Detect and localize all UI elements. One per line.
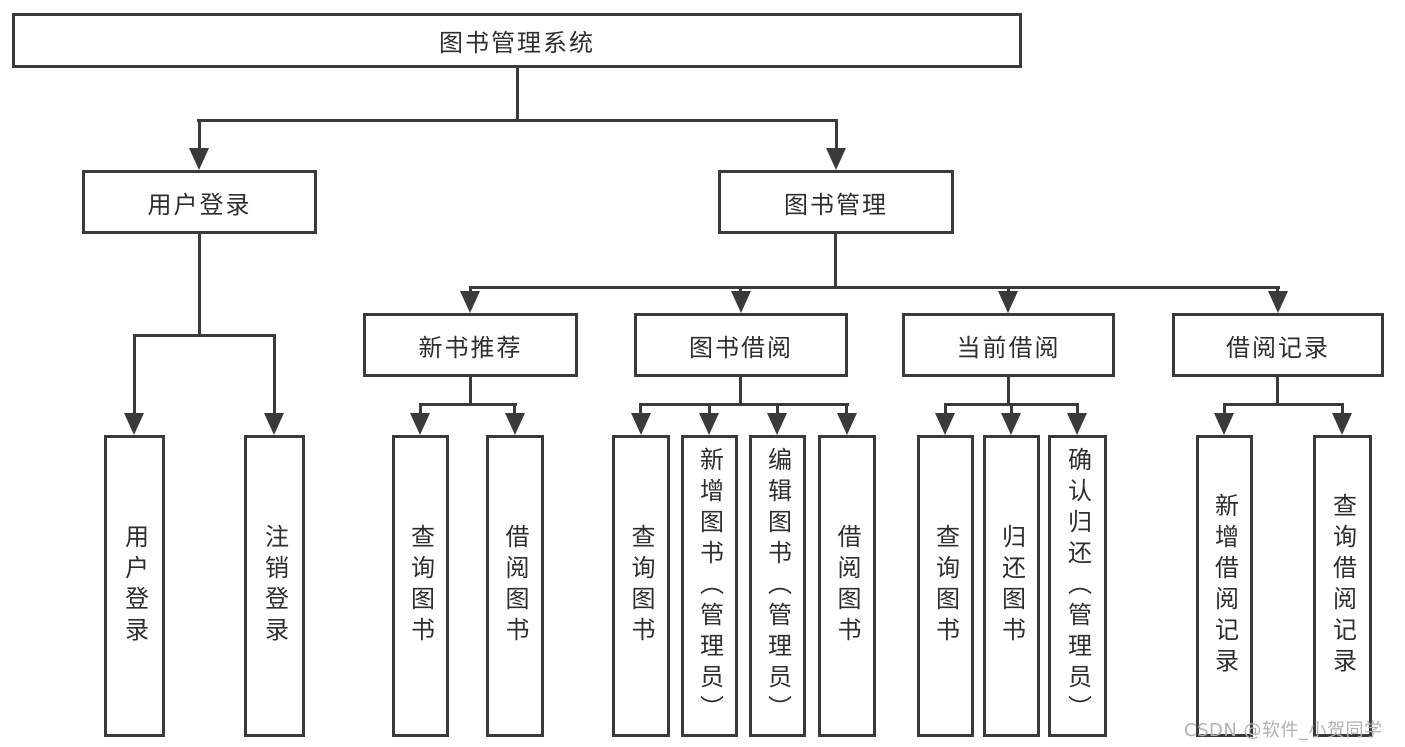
connector-records-stem (1276, 377, 1279, 406)
leaf-add-borrow-record: 新增借阅记录 (1196, 435, 1253, 737)
node-book-borrowing: 图书借阅 (634, 313, 848, 377)
connector-stub (1341, 405, 1344, 415)
arrowhead-add-books (699, 413, 719, 435)
connector-user-login-split (133, 334, 276, 337)
arrowhead-borrowing (731, 291, 751, 313)
node-new-book-recommend-label: 新书推荐 (418, 333, 523, 362)
arrowhead-current (998, 291, 1018, 313)
leaf-borrow-books-borrowing: 借阅图书 (818, 435, 876, 737)
node-library-management-system: 图书管理系统 (12, 13, 1022, 68)
connector-book-mgmt-split (469, 286, 1280, 289)
connector-stub (944, 405, 947, 415)
arrowhead-query-books-a (410, 413, 430, 435)
arrowhead-leaf-login (124, 413, 144, 435)
connector-current-stem (1007, 377, 1010, 406)
node-current-borrowing: 当前借阅 (902, 313, 1115, 377)
arrowhead-leaf-logout (264, 413, 284, 435)
leaf-query-borrow-record: 查询借阅记录 (1313, 435, 1372, 737)
arrowhead-records (1268, 291, 1288, 313)
node-user-login-label: 用户登录 (147, 190, 252, 219)
leaf-query-books-current: 查询图书 (917, 435, 974, 737)
leaf-add-books-admin-label: 新增图书（管理员） (695, 446, 724, 726)
connector-new-books-stem (469, 377, 472, 406)
connector-book-mgmt-stem (834, 234, 837, 289)
connector-stub (513, 405, 516, 415)
arrowhead-edit-books (767, 413, 787, 435)
node-new-book-recommend: 新书推荐 (363, 313, 578, 377)
connector-borrowing-split (639, 403, 849, 406)
leaf-query-books-current-label: 查询图书 (931, 524, 960, 648)
csdn-watermark: CSDN @软件_小贺同学 (1184, 720, 1383, 741)
leaf-logout-label: 注销登录 (260, 524, 289, 648)
leaf-edit-books-admin: 编辑图书（管理员） (749, 435, 806, 737)
arrowhead-query-record (1332, 413, 1352, 435)
leaf-edit-books-admin-label: 编辑图书（管理员） (763, 446, 792, 726)
leaf-borrow-books-recommend: 借阅图书 (486, 435, 544, 737)
leaf-user-login-label: 用户登录 (120, 524, 149, 648)
leaf-return-books-label: 归还图书 (997, 524, 1026, 648)
arrowhead-new-books (460, 291, 480, 313)
leaf-borrow-books-borrowing-label: 借阅图书 (833, 524, 861, 648)
connector-book-mgmt-stub (835, 121, 838, 150)
arrowhead-query-books-b (631, 413, 651, 435)
connector-root-stem (516, 68, 519, 120)
leaf-borrow-books-recommend-label: 借阅图书 (501, 524, 529, 648)
leaf-query-books-borrowing-label: 查询图书 (627, 524, 655, 648)
connector-stub (845, 405, 848, 415)
arrowhead-book-mgmt (826, 148, 846, 170)
leaf-query-borrow-record-label: 查询借阅记录 (1328, 493, 1357, 679)
arrowhead-query-books-c (935, 413, 955, 435)
connector-stub (419, 405, 422, 415)
connector-stub (1010, 405, 1013, 415)
node-current-borrowing-label: 当前借阅 (956, 333, 1061, 362)
connector-stub (708, 405, 711, 415)
connector-root-split (197, 119, 838, 122)
node-borrowing-records: 借阅记录 (1172, 313, 1384, 377)
connector-new-books-split (419, 403, 517, 406)
leaf-add-books-admin: 新增图书（管理员） (681, 435, 738, 737)
leaf-logout: 注销登录 (244, 435, 305, 737)
leaf-add-borrow-record-label: 新增借阅记录 (1210, 493, 1239, 679)
connector-leaf-logout-stub (273, 336, 276, 414)
node-library-management-system-label: 图书管理系统 (439, 29, 595, 57)
node-book-borrowing-label: 图书借阅 (689, 333, 793, 362)
connector-borrowing-stem (739, 377, 742, 406)
leaf-query-books-recommend-label: 查询图书 (406, 524, 435, 648)
connector-user-login-stub (198, 121, 201, 150)
node-user-login: 用户登录 (82, 170, 317, 234)
connector-stub (1076, 405, 1079, 415)
leaf-query-books-recommend: 查询图书 (392, 435, 449, 737)
leaf-return-books: 归还图书 (983, 435, 1040, 737)
connector-records-split (1223, 403, 1344, 406)
connector-user-login-stem (198, 234, 201, 337)
leaf-query-books-borrowing: 查询图书 (612, 435, 670, 737)
leaf-confirm-return-admin-label: 确认归还（管理员） (1063, 446, 1092, 726)
connector-stub (1223, 405, 1226, 415)
leaf-user-login: 用户登录 (104, 435, 165, 737)
arrowhead-confirm-return (1067, 413, 1087, 435)
arrowhead-add-record (1214, 413, 1234, 435)
node-borrowing-records-label: 借阅记录 (1226, 333, 1330, 362)
arrowhead-user-login (189, 148, 209, 170)
connector-current-split (944, 403, 1079, 406)
connector-leaf-login-stub (133, 336, 136, 414)
node-book-management: 图书管理 (718, 170, 954, 234)
arrowhead-borrow-books-a (505, 413, 525, 435)
connector-stub (639, 405, 642, 415)
leaf-confirm-return-admin: 确认归还（管理员） (1048, 435, 1107, 737)
connector-stub (776, 405, 779, 415)
arrowhead-borrow-books-b (837, 413, 857, 435)
node-book-management-label: 图书管理 (784, 190, 888, 219)
arrowhead-return-books (1001, 413, 1021, 435)
